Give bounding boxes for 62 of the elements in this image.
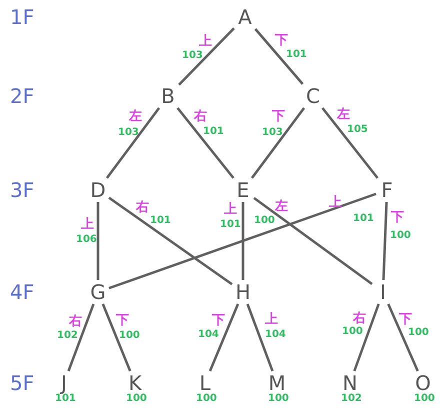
floor-label: 2F bbox=[10, 86, 34, 106]
edge-label: 左 100 bbox=[254, 200, 288, 226]
node-letter: I bbox=[372, 280, 394, 304]
node-letter: B bbox=[157, 84, 179, 108]
floor-label: 3F bbox=[10, 180, 34, 200]
connector-line bbox=[106, 107, 160, 179]
edge-label: 右 100 bbox=[342, 312, 366, 337]
node-letter: F bbox=[376, 178, 398, 202]
edge-label: 左 103 bbox=[118, 110, 142, 138]
edge-label: 下 100 bbox=[116, 314, 140, 341]
connector-line bbox=[246, 304, 274, 372]
edge-label: 下 104 bbox=[198, 314, 225, 340]
connector-line bbox=[254, 28, 304, 85]
connector-line bbox=[108, 196, 233, 286]
connector-line bbox=[96, 202, 100, 280]
connector-line bbox=[102, 304, 132, 372]
node-letter: A bbox=[234, 5, 256, 29]
floor-label: 5F bbox=[10, 373, 34, 393]
node-letter: N bbox=[339, 371, 361, 395]
node-value: 101 bbox=[55, 394, 76, 404]
floor-label: 4F bbox=[10, 282, 34, 302]
connector-line bbox=[67, 304, 95, 372]
edge-label: 上 101 bbox=[220, 203, 241, 230]
node-value: 100 bbox=[268, 394, 289, 404]
edge-label: 上 104 bbox=[265, 313, 286, 340]
edge-label: 右 101 bbox=[136, 201, 171, 226]
edge-label: 右 101 bbox=[194, 110, 224, 137]
connector-line bbox=[242, 202, 244, 280]
connector-line bbox=[108, 192, 376, 290]
node-letter: J bbox=[53, 371, 75, 395]
edge-label: 下 100 bbox=[390, 211, 411, 241]
node-value: 100 bbox=[196, 394, 217, 404]
node-letter: H bbox=[232, 280, 254, 304]
node-letter: E bbox=[232, 178, 254, 202]
edge-label: 左 105 bbox=[337, 108, 368, 135]
connector-line bbox=[176, 107, 234, 179]
connector-line bbox=[321, 107, 379, 179]
node-letter: G bbox=[87, 280, 109, 304]
edge-label: 下 101 bbox=[275, 34, 307, 60]
edge-label: 上 103 bbox=[182, 35, 212, 61]
node-letter: M bbox=[266, 371, 288, 395]
node-letter: O bbox=[412, 371, 434, 395]
edge-label: 下 103 bbox=[262, 110, 285, 138]
node-letter: C bbox=[302, 84, 324, 108]
node-letter: D bbox=[87, 178, 109, 202]
floor-label: 1F bbox=[10, 7, 34, 27]
connector-line bbox=[353, 304, 380, 372]
node-letter: L bbox=[194, 371, 216, 395]
connector-line bbox=[178, 27, 235, 86]
connector-line bbox=[208, 304, 240, 372]
edge-label: 下 100 bbox=[399, 313, 429, 338]
edge-label: 右 102 bbox=[57, 315, 82, 341]
node-letter: K bbox=[124, 371, 146, 395]
edge-label: 上 106 bbox=[76, 218, 97, 245]
connector-line bbox=[382, 202, 388, 280]
connector-line bbox=[387, 304, 419, 372]
connector-line bbox=[253, 197, 373, 285]
node-value: 100 bbox=[414, 394, 435, 404]
connector-line bbox=[250, 107, 306, 179]
node-value: 100 bbox=[126, 394, 147, 404]
node-value: 102 bbox=[341, 394, 362, 404]
edge-label: 上 101 bbox=[329, 196, 374, 224]
